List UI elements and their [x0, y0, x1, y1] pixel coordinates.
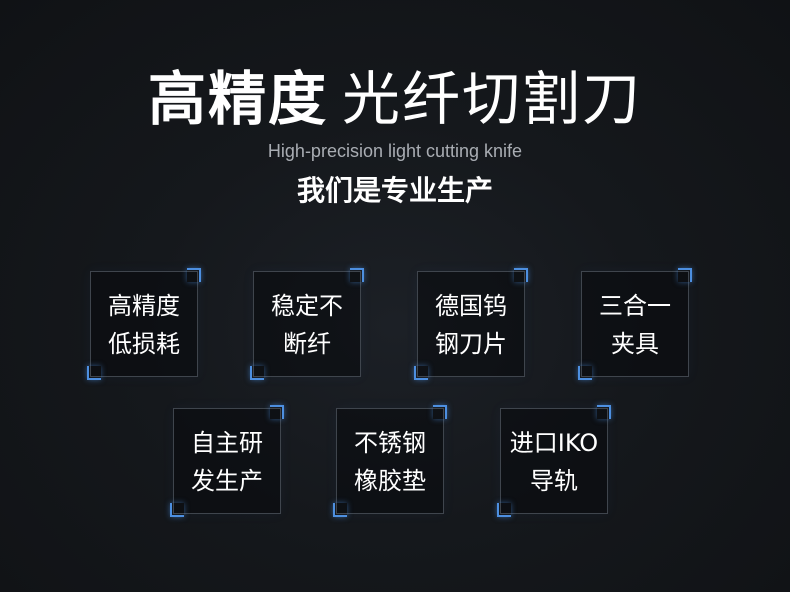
feature-box-self-developed: 自主研 发生产 [170, 405, 284, 517]
corner-bottom-left [250, 366, 264, 380]
feature-line-1: 三合一 [599, 292, 671, 320]
corner-top-right [597, 405, 611, 419]
corner-top-right [187, 268, 201, 282]
feature-text: 自主研 发生产 [174, 424, 280, 500]
title-bold: 高精度 [147, 65, 328, 133]
corner-bottom-left [333, 503, 347, 517]
feature-line-1: 不锈钢 [354, 429, 426, 457]
feature-text: 高精度 低损耗 [91, 287, 197, 363]
corner-bottom-left [414, 366, 428, 380]
corner-top-right [433, 405, 447, 419]
feature-line-1: 稳定不 [271, 292, 343, 320]
corner-top-right [270, 405, 284, 419]
feature-box-fixture: 三合一 夹具 [578, 268, 692, 380]
feature-text: 三合一 夹具 [582, 287, 688, 363]
feature-box-guide-rail: 进口IKO 导轨 [497, 405, 611, 517]
corner-bottom-left [497, 503, 511, 517]
feature-line-2: 发生产 [191, 467, 263, 495]
feature-line-1: 高精度 [108, 292, 180, 320]
feature-line-2: 断纤 [283, 330, 331, 358]
corner-bottom-left [87, 366, 101, 380]
title-light: 光纤切割刀 [342, 65, 643, 133]
feature-line-1: 自主研 [191, 429, 263, 457]
feature-box-high-precision: 高精度 低损耗 [87, 268, 201, 380]
feature-text: 德国钨 钢刀片 [418, 287, 524, 363]
feature-line-2: 夹具 [611, 330, 659, 358]
page-title: 高精度光纤切割刀 [0, 62, 790, 136]
feature-box-blade: 德国钨 钢刀片 [414, 268, 528, 380]
feature-box-stable: 稳定不 断纤 [250, 268, 364, 380]
feature-line-1: 进口IKO [509, 429, 599, 457]
feature-line-1: 德国钨 [435, 292, 507, 320]
feature-line-2: 导轨 [530, 467, 578, 495]
corner-bottom-left [578, 366, 592, 380]
feature-line-2: 钢刀片 [435, 330, 507, 358]
corner-bottom-left [170, 503, 184, 517]
corner-top-right [514, 268, 528, 282]
feature-text: 进口IKO 导轨 [501, 424, 607, 500]
feature-text: 稳定不 断纤 [254, 287, 360, 363]
feature-line-2: 低损耗 [108, 330, 180, 358]
corner-top-right [678, 268, 692, 282]
feature-text: 不锈钢 橡胶垫 [337, 424, 443, 500]
feature-line-2: 橡胶垫 [354, 467, 426, 495]
tagline: 我们是专业生产 [296, 174, 493, 207]
subtitle: High-precision light cutting knife [267, 141, 523, 161]
corner-top-right [350, 268, 364, 282]
feature-box-rubber-pad: 不锈钢 橡胶垫 [333, 405, 447, 517]
